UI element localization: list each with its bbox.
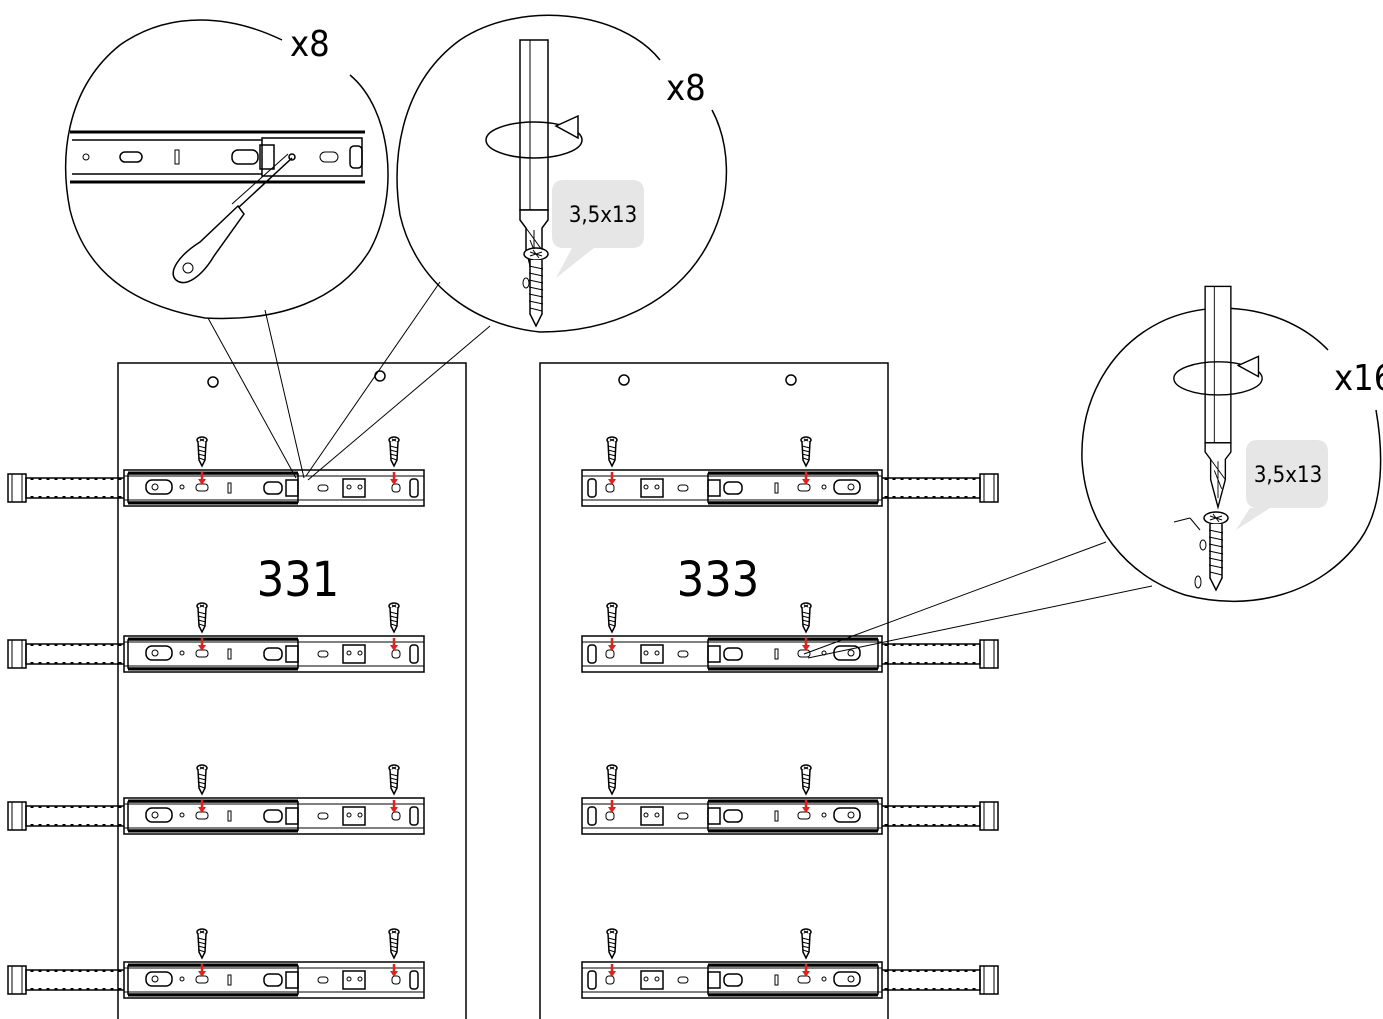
- callout-screw-detail-left: 3,5x13 x8: [305, 14, 728, 481]
- drawer-slide: [582, 962, 998, 998]
- screw-icon: [196, 436, 400, 959]
- drawer-slide: [6, 634, 426, 674]
- part-number-331: 331: [257, 552, 339, 608]
- drawer-slide-detail: [70, 130, 365, 184]
- callout-screwdriver-detail: x8: [64, 19, 389, 479]
- dowel-hole: [374, 370, 386, 382]
- drawer-slide: [6, 468, 426, 508]
- insert-arrow: [196, 470, 400, 979]
- panel-right: 333: [539, 362, 998, 1019]
- drawer-slide: [6, 960, 426, 1000]
- quantity-label: x8: [666, 68, 706, 109]
- quantity-label: x8: [290, 24, 330, 65]
- panel-left: 331: [6, 362, 467, 1019]
- dowel-hole: [618, 374, 630, 386]
- callout-screw-detail-right: 3,5x13 x16: [803, 285, 1383, 659]
- screw-icon: [606, 436, 812, 959]
- quantity-label: x16: [1334, 358, 1383, 399]
- screwdriver-icon: [172, 153, 293, 284]
- drawer-slide: [582, 470, 998, 506]
- screw-size-label: 3,5x13: [1254, 463, 1322, 488]
- part-number-333: 333: [677, 552, 759, 608]
- drawer-slide: [582, 636, 998, 672]
- drawer-slide: [6, 796, 426, 836]
- drawer-slide: [582, 798, 998, 834]
- screw-size-label: 3,5x13: [569, 203, 637, 228]
- dowel-hole: [785, 374, 797, 386]
- dowel-hole: [207, 376, 219, 388]
- insert-arrow: [606, 470, 812, 979]
